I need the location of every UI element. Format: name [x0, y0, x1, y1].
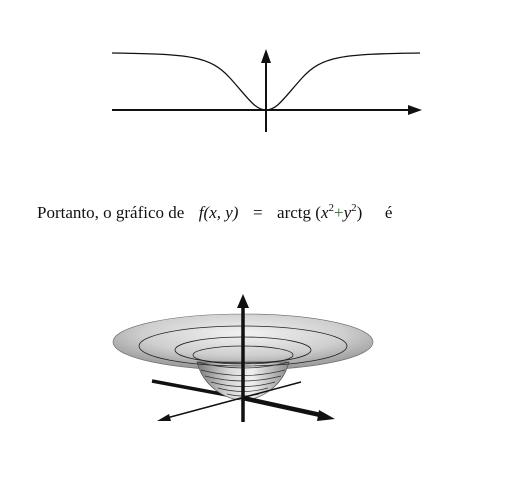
exponent-y: 2 — [351, 202, 357, 214]
y-axis-front — [162, 381, 302, 420]
z-axis-arrowhead — [237, 294, 249, 308]
var-y: y — [343, 203, 352, 222]
profile-curve — [111, 52, 421, 111]
x-axis-front-arrowhead — [317, 410, 335, 421]
function-symbol: f — [198, 203, 204, 222]
sentence-prefix: Portanto, o gráfico de — [37, 203, 185, 222]
conclusion-sentence: Portanto, o gráfico de f(x, y) = arctg (… — [37, 200, 392, 226]
open-paren: ( — [315, 203, 321, 222]
var-x: x — [320, 203, 329, 222]
function-args: (x, y) — [203, 203, 239, 222]
y-axis-front-arrowhead — [157, 414, 171, 421]
profile-curve-graph — [111, 49, 422, 132]
plus-sign: + — [334, 203, 344, 222]
y-axis-arrowhead — [261, 49, 271, 63]
arctg-name: arctg — [277, 203, 312, 222]
surface-plot-3d — [112, 294, 374, 422]
close-paren: ) — [356, 203, 363, 222]
exponent-x: 2 — [328, 202, 335, 214]
sentence-suffix: é — [384, 203, 393, 222]
equals-sign: = — [252, 203, 263, 222]
x-axis-arrowhead — [408, 105, 422, 115]
x-axis-front — [242, 395, 326, 419]
